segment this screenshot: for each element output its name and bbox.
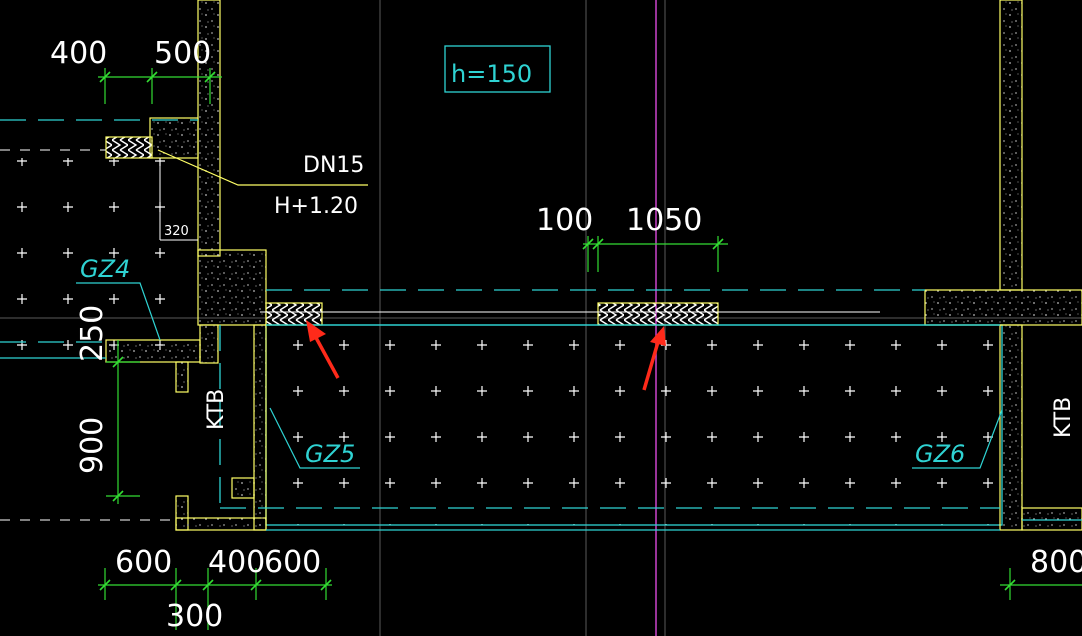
white-lines — [0, 149, 880, 521]
main-slab-fill — [266, 325, 1002, 525]
lintels — [105, 136, 719, 326]
height-note: H+1.20 — [274, 194, 358, 219]
dimension-top-left-b: 500 — [154, 36, 211, 71]
dimension-mid-b: 1050 — [626, 203, 702, 238]
dimension-mid-a: 100 — [536, 203, 593, 238]
dimension-bottom-c: 600 — [264, 545, 321, 580]
column-label-gz5: GZ5 — [305, 440, 355, 468]
column-label-gz4: GZ4 — [80, 255, 130, 283]
cyan-dashed-lines — [0, 119, 1082, 531]
walls — [105, 0, 1082, 531]
ktb-label-left: KTB — [204, 389, 229, 430]
dimension-bottom-d: 300 — [166, 599, 223, 634]
dimension-top-left-a: 400 — [50, 36, 107, 71]
column-label-gz6: GZ6 — [915, 440, 965, 468]
slab-label-box — [444, 45, 551, 93]
slab-thickness-label: h=150 — [451, 60, 532, 88]
dimension-ticks — [99, 71, 1016, 591]
dimension-bottom-a: 600 — [115, 545, 172, 580]
dimension-small: 320 — [164, 224, 189, 239]
dimension-lines — [98, 68, 1082, 630]
dimension-bottom-right: 800 — [1030, 545, 1082, 580]
left-room-fill — [0, 158, 200, 358]
ktb-label-right: KTB — [1051, 397, 1076, 438]
dimension-bottom-b: 400 — [208, 545, 265, 580]
dimension-vertical-b: 900 — [75, 417, 110, 474]
red-arrow-icon — [642, 326, 666, 391]
pipe-note: DN15 — [303, 153, 364, 178]
leader-lines — [76, 149, 1003, 469]
red-arrow-icon — [306, 320, 340, 379]
dimension-vertical-a: 250 — [75, 305, 110, 362]
